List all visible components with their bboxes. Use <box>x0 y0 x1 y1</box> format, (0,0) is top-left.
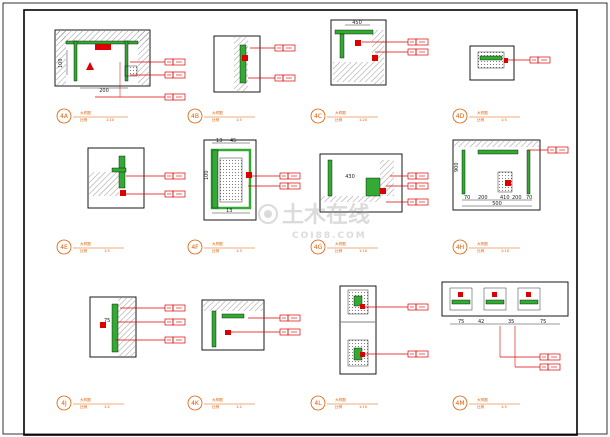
scale-label-4k: 比例 <box>212 404 220 409</box>
dim-4c-top: 450 <box>352 20 362 26</box>
detail-id-4h: 4H <box>456 244 464 251</box>
title-4a: 4A 大样图 比例 1:10 <box>56 108 128 124</box>
scale-label-4m: 比例 <box>477 404 485 409</box>
dim-4h-d: 200 <box>512 195 522 201</box>
scale-4b: 1:5 <box>236 118 242 122</box>
scale-label-4a: 比例 <box>80 117 88 122</box>
detail-title-4m: 大样图 <box>477 397 488 402</box>
dim-4m-b: 42 <box>478 319 484 325</box>
scale-4j: 1:2 <box>104 405 110 409</box>
title-4m: 4M 大样图 比例 1:5 <box>452 395 520 411</box>
title-4e: 4E 大样图 比例 1:5 <box>56 239 124 255</box>
detail-title-4b: 大样图 <box>212 110 223 115</box>
detail-id-4c: 4C <box>314 113 322 120</box>
detail-id-4e: 4E <box>60 244 68 251</box>
detail-title-4j: 大样图 <box>80 397 91 402</box>
dim-4m-a: 75 <box>458 319 464 325</box>
dim-4a-horizontal: 200 <box>99 88 109 94</box>
detail-4m: 75 42 35 75 <box>441 281 569 371</box>
dim-4j-a: 75 <box>104 318 110 324</box>
title-4j: 4J 大样图 比例 1:2 <box>56 395 124 411</box>
scale-4k: 1:2 <box>236 405 242 409</box>
scale-4h: 1:10 <box>501 249 510 253</box>
scale-4c: 1:20 <box>359 118 368 122</box>
scale-label-4b: 比例 <box>212 117 220 122</box>
scale-4g: 1:10 <box>359 249 368 253</box>
scale-4l: 1:10 <box>359 405 368 409</box>
detail-title-4f: 大样图 <box>212 241 223 246</box>
detail-4k <box>201 299 301 351</box>
dim-4f-c: 13 <box>226 208 232 214</box>
scale-label-4l: 比例 <box>335 404 343 409</box>
watermark-main: 土木在线 <box>282 202 370 228</box>
title-4c: 4C 大样图 比例 1:20 <box>310 108 378 124</box>
dim-4h-b: 200 <box>478 195 488 201</box>
detail-4j: 75 <box>89 296 186 358</box>
detail-title-4h: 大样图 <box>477 241 488 246</box>
scale-label-4h: 比例 <box>477 248 485 253</box>
detail-id-4g: 4G <box>314 244 323 251</box>
scale-4a: 1:10 <box>106 118 115 122</box>
title-4l: 4L 大样图 比例 1:10 <box>310 395 378 411</box>
detail-4c: 450 <box>330 19 429 86</box>
detail-id-4j: 4J <box>61 400 67 407</box>
dim-4g-h: 430 <box>345 174 355 180</box>
scale-label-4c: 比例 <box>335 117 343 122</box>
scale-4d: 1:5 <box>501 118 507 122</box>
detail-title-4l: 大样图 <box>335 397 346 402</box>
scale-label-4f: 比例 <box>212 248 220 253</box>
detail-id-4k: 4K <box>191 400 200 407</box>
detail-title-4g: 大样图 <box>335 241 346 246</box>
detail-4b <box>213 35 296 93</box>
dim-4h-c: 410 <box>500 195 510 201</box>
detail-id-4f: 4F <box>191 244 199 251</box>
title-4d: 4D 大样图 比例 1:5 <box>452 108 520 124</box>
detail-4g: 430 <box>319 153 429 213</box>
detail-id-4d: 4D <box>456 113 465 120</box>
scale-4m: 1:5 <box>501 405 507 409</box>
watermark-logo-icon <box>258 204 278 224</box>
detail-id-4l: 4L <box>314 400 322 407</box>
detail-title-4e: 大样图 <box>80 241 91 246</box>
detail-title-4a: 大样图 <box>80 110 91 115</box>
title-4h: 4H 大样图 比例 1:10 <box>452 239 520 255</box>
detail-title-4d: 大样图 <box>477 110 488 115</box>
dim-4m-c: 35 <box>508 319 514 325</box>
watermark-sub: COI88.COM <box>292 231 367 241</box>
watermark: 土木在线 COI88.COM <box>258 202 370 241</box>
dim-4f-v: 100 <box>204 170 210 180</box>
scale-label-4g: 比例 <box>335 248 343 253</box>
scale-label-4d: 比例 <box>477 117 485 122</box>
title-4b: 4B 大样图 比例 1:5 <box>187 108 255 124</box>
scale-label-4e: 比例 <box>80 248 88 253</box>
scale-label-4j: 比例 <box>80 404 88 409</box>
dim-4m-d: 75 <box>540 319 546 325</box>
detail-4a: 100 200 <box>54 29 186 101</box>
title-4g: 4G 大样图 比例 1:10 <box>310 239 378 255</box>
detail-4l <box>339 285 429 375</box>
detail-title-4k: 大样图 <box>212 397 223 402</box>
dim-4h-total: 500 <box>492 201 502 207</box>
detail-id-4m: 4M <box>456 400 465 407</box>
detail-4d <box>469 45 551 81</box>
drawing-border <box>23 9 578 436</box>
dim-4f-b: 45 <box>230 138 236 144</box>
detail-4e <box>87 147 186 209</box>
detail-id-4b: 4B <box>191 113 199 120</box>
title-4f: 4F 大样图 比例 1:3 <box>187 239 255 255</box>
dim-4a-vertical: 100 <box>58 58 64 68</box>
scale-4e: 1:5 <box>104 249 110 253</box>
title-4k: 4K 大样图 比例 1:2 <box>187 395 255 411</box>
detail-title-4c: 大样图 <box>335 110 346 115</box>
scale-4f: 1:3 <box>236 249 242 253</box>
detail-4h: 900 70 200 410 200 70 500 <box>452 139 569 211</box>
dim-4h-e: 70 <box>526 195 532 201</box>
dim-4h-v: 900 <box>454 162 460 172</box>
detail-4f: 13 45 100 13 <box>203 138 301 221</box>
dim-4f-a: 13 <box>216 138 222 144</box>
detail-id-4a: 4A <box>60 113 69 120</box>
dim-4h-a: 70 <box>464 195 470 201</box>
